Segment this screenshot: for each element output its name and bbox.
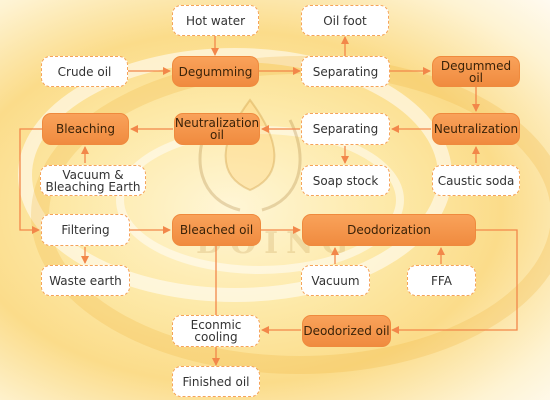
hot-water-box: Hot water <box>172 5 259 36</box>
deodorized-oil-box: Deodorized oil <box>302 315 391 347</box>
degumming-box: Degumming <box>172 56 259 87</box>
neutralization-oil-box: Neutralization oil <box>174 113 260 145</box>
waste-earth-box: Waste earth <box>41 265 130 296</box>
finished-oil-box: Finished oil <box>172 366 260 397</box>
oil-foot-box: Oil foot <box>301 5 389 36</box>
filtering-box: Filtering <box>41 214 130 246</box>
neutralization-box: Neutralization <box>432 113 520 145</box>
deodorization-box: Deodorization <box>302 214 476 246</box>
bleaching-box: Bleaching <box>42 113 129 145</box>
soap-stock-box: Soap stock <box>301 165 390 196</box>
arrow-bleaching-to-filtering <box>19 128 42 234</box>
separating-box-1: Separating <box>301 56 390 87</box>
bleached-oil-box: Bleached oil <box>172 214 261 246</box>
econmic-cooling-box: Econmic cooling <box>172 315 260 347</box>
crude-oil-box: Crude oil <box>41 56 128 87</box>
vacuum-box: Vacuum <box>301 265 370 296</box>
degummed-oil-box: Degummed oil <box>432 56 520 87</box>
caustic-soda-box: Caustic soda <box>432 165 520 196</box>
vacuum-bleaching-earth-box: Vacuum & Bleaching Earth <box>40 165 146 196</box>
arrow-deodorization-to-deodorized-oil <box>391 229 518 334</box>
separating-box-2: Separating <box>301 113 390 145</box>
ffa-box: FFA <box>407 265 476 296</box>
